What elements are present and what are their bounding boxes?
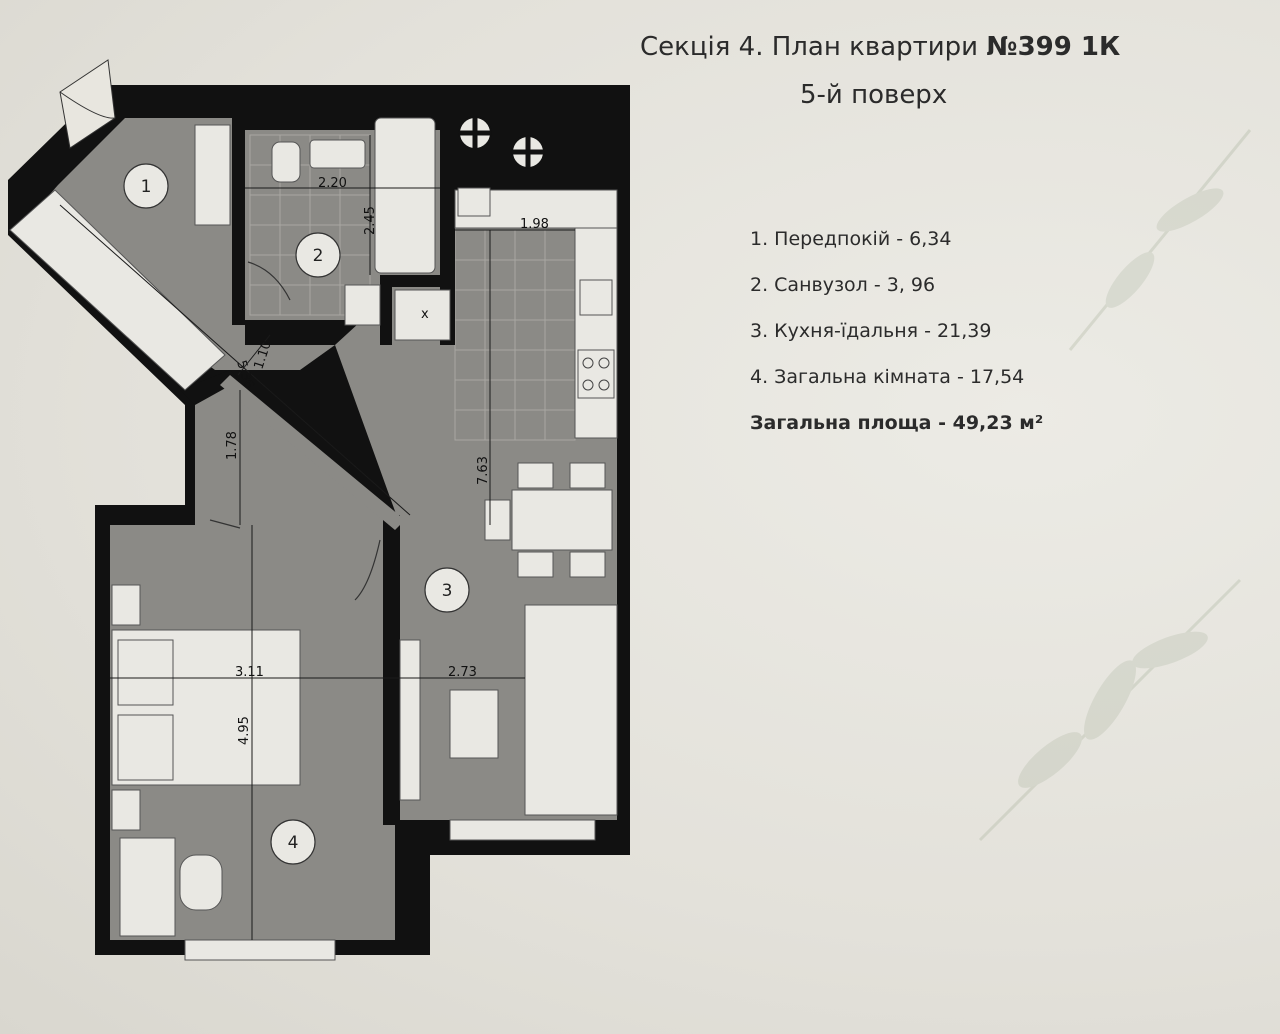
wall: [380, 275, 392, 345]
door-swing: [209, 519, 241, 529]
coffee-table: [449, 689, 499, 759]
sink-icon: [309, 139, 366, 169]
wardrobe: [194, 124, 231, 226]
plan-title: Секція 4. План квартири №399 1К: [640, 32, 1121, 62]
wall: [245, 320, 335, 345]
washer-mark: x: [421, 307, 429, 322]
legend-total-area: Загальна площа - 49,23 м²: [750, 412, 1044, 434]
wall: [180, 370, 240, 405]
room-marker-2: [295, 232, 341, 278]
dimension-label: 2.73: [448, 665, 477, 680]
washer: [394, 289, 451, 341]
room-marker-4: [270, 819, 316, 865]
leaf-decoration-icon: [978, 578, 1242, 842]
fridge: [457, 187, 491, 217]
window-living: [449, 819, 596, 841]
legend-item: 3. Кухня-їдальня - 21,39: [750, 320, 992, 342]
wall: [383, 515, 400, 825]
nightstand: [111, 584, 141, 626]
dining-chair: [517, 462, 554, 489]
stove-icon: [577, 349, 615, 399]
dining-chair: [484, 499, 511, 541]
wall: [380, 275, 455, 287]
dining-chair: [517, 551, 554, 578]
room-marker-1: [123, 163, 169, 209]
ventilation-icon: [458, 116, 545, 169]
dining-chair: [569, 462, 606, 489]
kitchen-sink-icon: [579, 279, 613, 316]
wall: [95, 505, 195, 525]
toilet-icon: [271, 141, 301, 183]
door-swing: [354, 539, 381, 601]
floor-subtitle: 5-й поверх: [800, 80, 948, 110]
closet: [9, 189, 226, 391]
sofa: [524, 604, 618, 816]
entry-door: [59, 59, 116, 149]
wall: [220, 375, 405, 530]
dimension-label: 1.78: [225, 431, 240, 460]
pillow: [117, 639, 174, 706]
door-swing: [247, 261, 291, 301]
dimension-label: 2.45: [363, 206, 378, 235]
bathtub-icon: [374, 117, 436, 274]
shower-tray: [344, 284, 381, 326]
room-number: 1: [141, 177, 152, 197]
leaf-decoration-icon: [1068, 129, 1252, 351]
dimension-label: 7.63: [476, 456, 491, 485]
legend-item: 4. Загальна кімната - 17,54: [750, 366, 1025, 388]
kitchen-counter-side: [574, 227, 618, 439]
dining-table: [511, 489, 613, 551]
dimension-label: 2.20: [318, 176, 347, 191]
tv-stand: [399, 639, 421, 801]
armchair: [179, 854, 223, 911]
dimension-label: 3.11: [235, 665, 264, 680]
room-legend: 1. Передпокій - 6,34 2. Санвузол - 3, 96…: [750, 216, 1043, 446]
room-number: 2: [313, 246, 324, 266]
dimension-label: 4.95: [237, 716, 252, 745]
window-room4: [184, 939, 336, 961]
dimension-label: 1.98: [520, 217, 549, 232]
legend-item: 2. Санвузол - 3, 96: [750, 274, 936, 296]
nightstand: [111, 789, 141, 831]
dining-chair: [569, 551, 606, 578]
desk: [119, 837, 176, 937]
room-marker-3: [424, 567, 470, 613]
room-number: 4: [288, 833, 299, 853]
room-number: 3: [442, 581, 453, 601]
pillow: [117, 714, 174, 781]
legend-item: 1. Передпокій - 6,34: [750, 228, 952, 250]
wall: [232, 95, 245, 325]
